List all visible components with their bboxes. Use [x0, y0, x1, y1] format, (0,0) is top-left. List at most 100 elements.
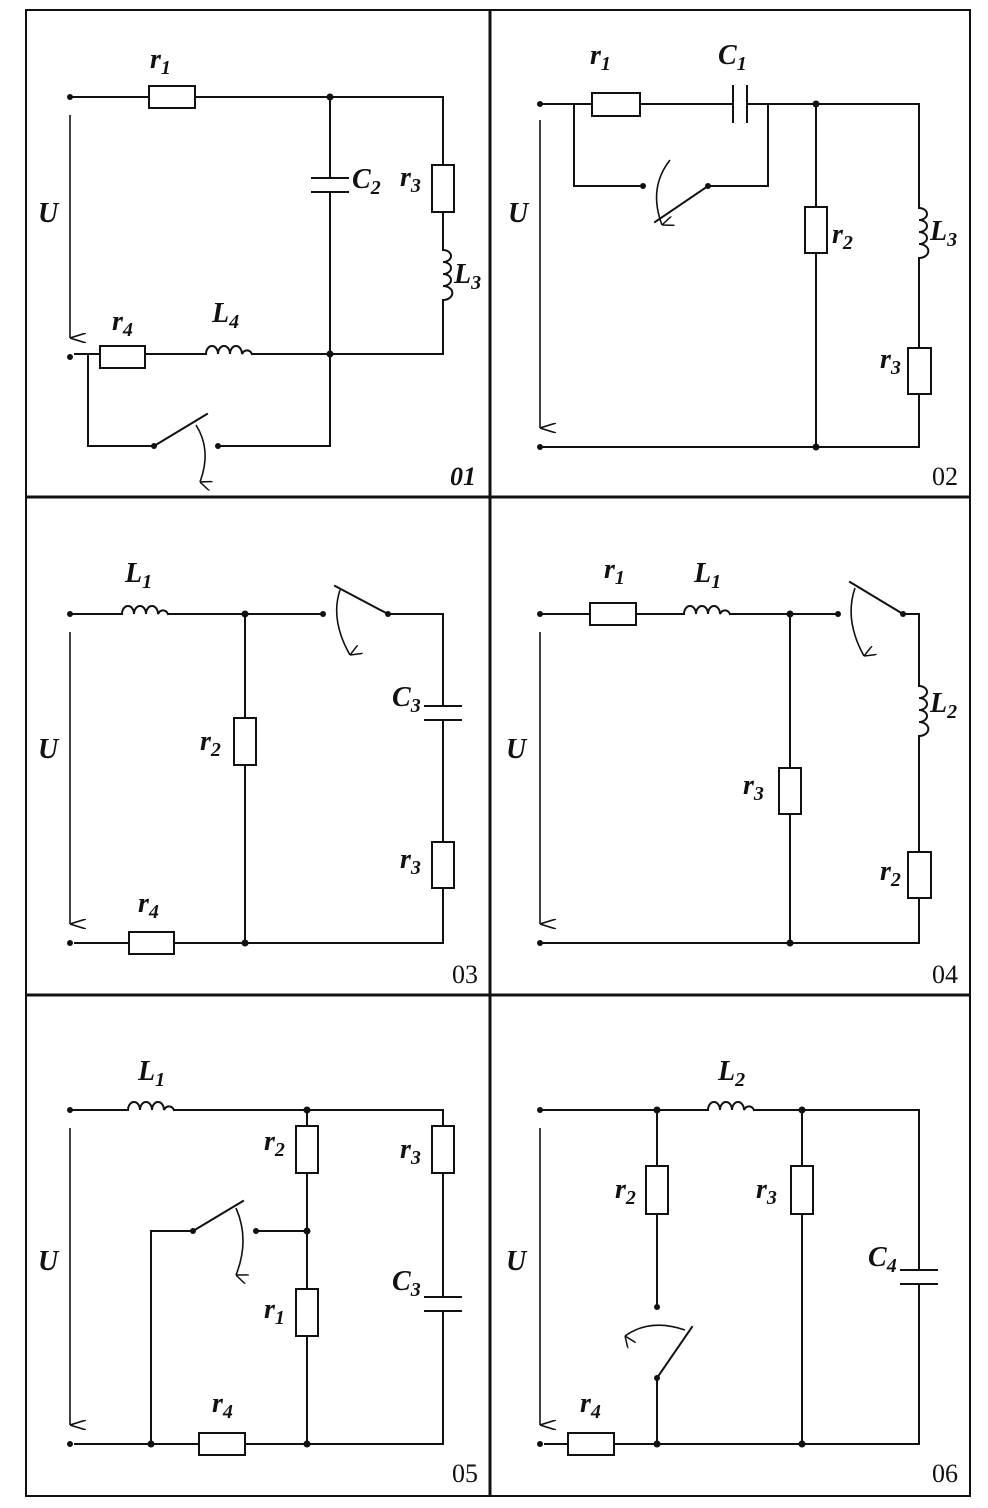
- panel-04: U r1 L1 r3 L2 r2 04: [506, 554, 958, 989]
- panel-06: U L2 r2 r3 C4 r4 06: [506, 1056, 958, 1488]
- switch-arrow: [335, 589, 350, 655]
- label-r3: r3: [400, 162, 421, 197]
- resistor-r1: [591, 92, 641, 117]
- junction: [798, 1106, 806, 1114]
- inductor-l2: [706, 1101, 756, 1112]
- resistor-r2: [907, 851, 932, 899]
- label-r4: r4: [212, 1388, 233, 1423]
- junction: [812, 100, 820, 108]
- resistor-r2: [295, 1125, 319, 1174]
- inductor-l3: [917, 206, 930, 260]
- label-l2: L2: [929, 688, 957, 723]
- junction: [147, 1440, 155, 1448]
- panel-03: U L1 r2 C3 r3 r4 03: [38, 558, 478, 989]
- switch-contact: [253, 1228, 259, 1234]
- resistor-r1: [148, 85, 196, 109]
- label-l3: L3: [453, 259, 481, 294]
- switch-blade: [333, 584, 390, 616]
- terminal-bottom: [537, 1441, 543, 1447]
- switch-arrow: [850, 587, 864, 656]
- switch-blade: [152, 412, 209, 448]
- inductor-l4: [204, 345, 254, 356]
- junction: [653, 1440, 661, 1448]
- panel-05: U L1 r2 r1 r3 C3 r4 05: [38, 1056, 478, 1488]
- label-l3: L3: [929, 216, 957, 251]
- junction: [241, 610, 249, 618]
- label-l4: L4: [211, 298, 239, 333]
- junction: [303, 1106, 311, 1114]
- junction: [326, 350, 334, 358]
- switch-arrow: [625, 1324, 686, 1336]
- label-r2: r2: [200, 726, 221, 761]
- terminal-bottom: [67, 354, 73, 360]
- switch-contact: [654, 1304, 660, 1310]
- label-r4: r4: [580, 1388, 601, 1423]
- panel-number: 05: [452, 1459, 478, 1488]
- panel-number: 06: [932, 1459, 958, 1488]
- inductor-l2: [917, 684, 930, 738]
- switch-arrow: [655, 159, 670, 225]
- junction: [786, 939, 794, 947]
- label-c4: C4: [868, 1242, 897, 1277]
- resistor-r2: [804, 206, 828, 254]
- resistor-r2: [233, 717, 257, 766]
- label-c2: C2: [352, 164, 381, 199]
- resistor-r3: [907, 347, 932, 395]
- voltage-label: U: [506, 734, 528, 765]
- switch-blade: [653, 184, 710, 224]
- resistor-r4: [198, 1432, 246, 1456]
- label-r2: r2: [264, 1126, 285, 1161]
- label-r3: r3: [756, 1174, 777, 1209]
- resistor-r2: [645, 1165, 669, 1215]
- voltage-label: U: [38, 198, 60, 229]
- resistor-r3: [790, 1165, 814, 1215]
- label-r1: r1: [264, 1294, 285, 1329]
- resistor-r4: [128, 931, 175, 955]
- resistor-r3: [431, 164, 455, 213]
- resistor-r3: [778, 767, 802, 815]
- label-r2: r2: [880, 856, 901, 891]
- switch-blade: [655, 1325, 694, 1380]
- switch-arrow: [195, 424, 205, 482]
- label-r3: r3: [400, 1134, 421, 1169]
- panel-02: U r1 C1 r2 L3 r3 02: [508, 40, 958, 491]
- switch-contact: [835, 611, 841, 617]
- label-l2: L2: [717, 1056, 745, 1091]
- terminal-bottom: [67, 940, 73, 946]
- panel-number: 02: [932, 462, 958, 491]
- label-r3: r3: [880, 344, 901, 379]
- voltage-label: U: [508, 198, 530, 229]
- panel-number: 04: [932, 960, 958, 989]
- switch-blade: [191, 1199, 245, 1233]
- switch-contact: [215, 443, 221, 449]
- voltage-label: U: [38, 734, 60, 765]
- resistor-r4: [567, 1432, 615, 1456]
- junction: [241, 939, 249, 947]
- label-r1: r1: [590, 40, 611, 75]
- panel-number: 03: [452, 960, 478, 989]
- junction: [798, 1440, 806, 1448]
- switch-blade: [848, 580, 905, 616]
- junction: [303, 1440, 311, 1448]
- label-r4: r4: [138, 888, 159, 923]
- junction: [326, 93, 334, 101]
- switch-contact: [320, 611, 326, 617]
- switch-arrow: [236, 1207, 243, 1275]
- inductor-l1: [120, 605, 170, 616]
- junction: [786, 610, 794, 618]
- resistor-r1: [589, 602, 637, 626]
- resistor-r4: [99, 345, 146, 369]
- switch-contact: [640, 183, 646, 189]
- label-l1: L1: [124, 558, 152, 593]
- inductor-l3: [441, 248, 454, 302]
- junction: [653, 1106, 661, 1114]
- label-r1: r1: [604, 554, 625, 589]
- label-c1: C1: [718, 40, 747, 75]
- panel-number: 01: [450, 462, 476, 491]
- junction: [812, 443, 820, 451]
- label-r3: r3: [743, 770, 764, 805]
- label-r2: r2: [832, 219, 853, 254]
- inductor-l1: [126, 1101, 176, 1112]
- sheet-frame: [25, 9, 971, 1497]
